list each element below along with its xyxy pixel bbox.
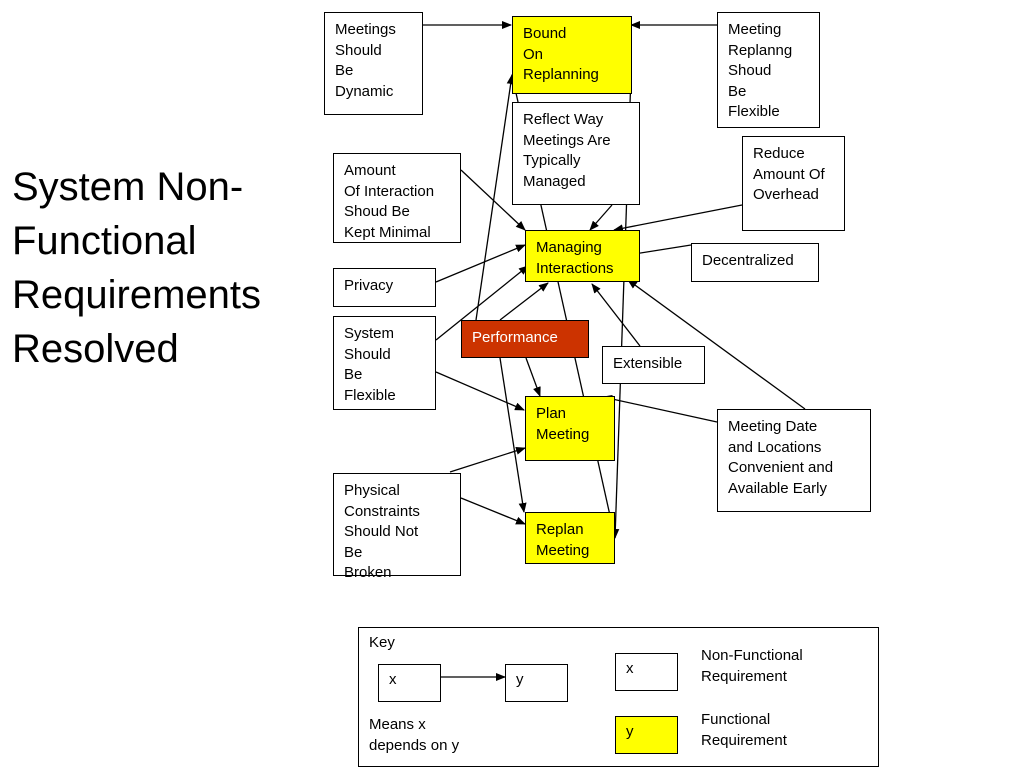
- legend-heading: Key: [369, 634, 395, 651]
- arrow-physical-to-replan: [460, 497, 526, 525]
- node-meeting-replanning-flexible: Meeting Replanng Shoud Be Flexible: [717, 12, 820, 128]
- arrow-privacy-to-managing: [435, 244, 526, 283]
- arrow-performance-to-replan: [499, 357, 527, 513]
- line-reflect-to-managing: [589, 204, 613, 231]
- node-amount-of-interaction-minimal: Amount Of Interaction Shoud Be Kept Mini…: [333, 153, 461, 243]
- title-line: Functional: [12, 219, 197, 263]
- arrow-datelocation-to-managing: [627, 279, 806, 410]
- node-bound-on-replanning: Bound On Replanning: [512, 16, 632, 94]
- arrow-extensible-to-managing: [591, 283, 641, 347]
- legend-fr-swatch: y: [615, 716, 678, 754]
- node-privacy: Privacy: [333, 268, 436, 307]
- arrow-overhead-to-managing: [613, 204, 743, 233]
- arrow-flexible-to-managing: [435, 265, 529, 341]
- node-decentralized: Decentralized: [691, 243, 819, 282]
- arrow-performance-to-plan: [525, 357, 541, 397]
- legend-nfr-swatch: x: [615, 653, 678, 691]
- node-reflect-way-meetings-managed: Reflect Way Meetings Are Typically Manag…: [512, 102, 640, 205]
- node-extensible: Extensible: [602, 346, 705, 384]
- legend-fr-text: Functional Requirement: [701, 711, 787, 749]
- arrow-performance-to-managing: [499, 282, 549, 321]
- legend-nfr-text: Non-Functional Requirement: [701, 647, 803, 685]
- node-meeting-date-locations: Meeting Date and Locations Convenient an…: [717, 409, 871, 512]
- node-reduce-amount-of-overhead: Reduce Amount Of Overhead: [742, 136, 845, 231]
- node-performance: Performance: [461, 320, 589, 358]
- arrow-flexible-to-plan: [435, 371, 525, 411]
- legend-means-text: Means x depends on y: [369, 716, 460, 754]
- node-system-should-be-flexible: System Should Be Flexible: [333, 316, 436, 410]
- title-line: System Non-: [12, 165, 244, 209]
- node-physical-constraints: Physical Constraints Should Not Be Broke…: [333, 473, 461, 581]
- arrow-physical-to-plan: [449, 446, 526, 473]
- node-managing-interactions: Managing Interactions: [525, 230, 640, 282]
- legend-x-box: x: [378, 664, 441, 702]
- arrow-amount-to-managing: [460, 169, 526, 231]
- legend-y-box: y: [505, 664, 568, 702]
- arrow-datelocation-to-plan: [602, 395, 718, 423]
- legend-box: [358, 627, 879, 767]
- node-replan-meeting: Replan Meeting: [525, 512, 615, 564]
- node-plan-meeting: Plan Meeting: [525, 396, 615, 461]
- title-line: Resolved: [12, 327, 179, 371]
- node-meetings-should-be-dynamic: Meetings Should Be Dynamic: [324, 12, 423, 115]
- title-line: Requirements: [12, 273, 262, 317]
- arrow-performance-to-bound: [475, 74, 515, 321]
- slide-title: System Non- Functional Requirements Reso…: [12, 160, 312, 376]
